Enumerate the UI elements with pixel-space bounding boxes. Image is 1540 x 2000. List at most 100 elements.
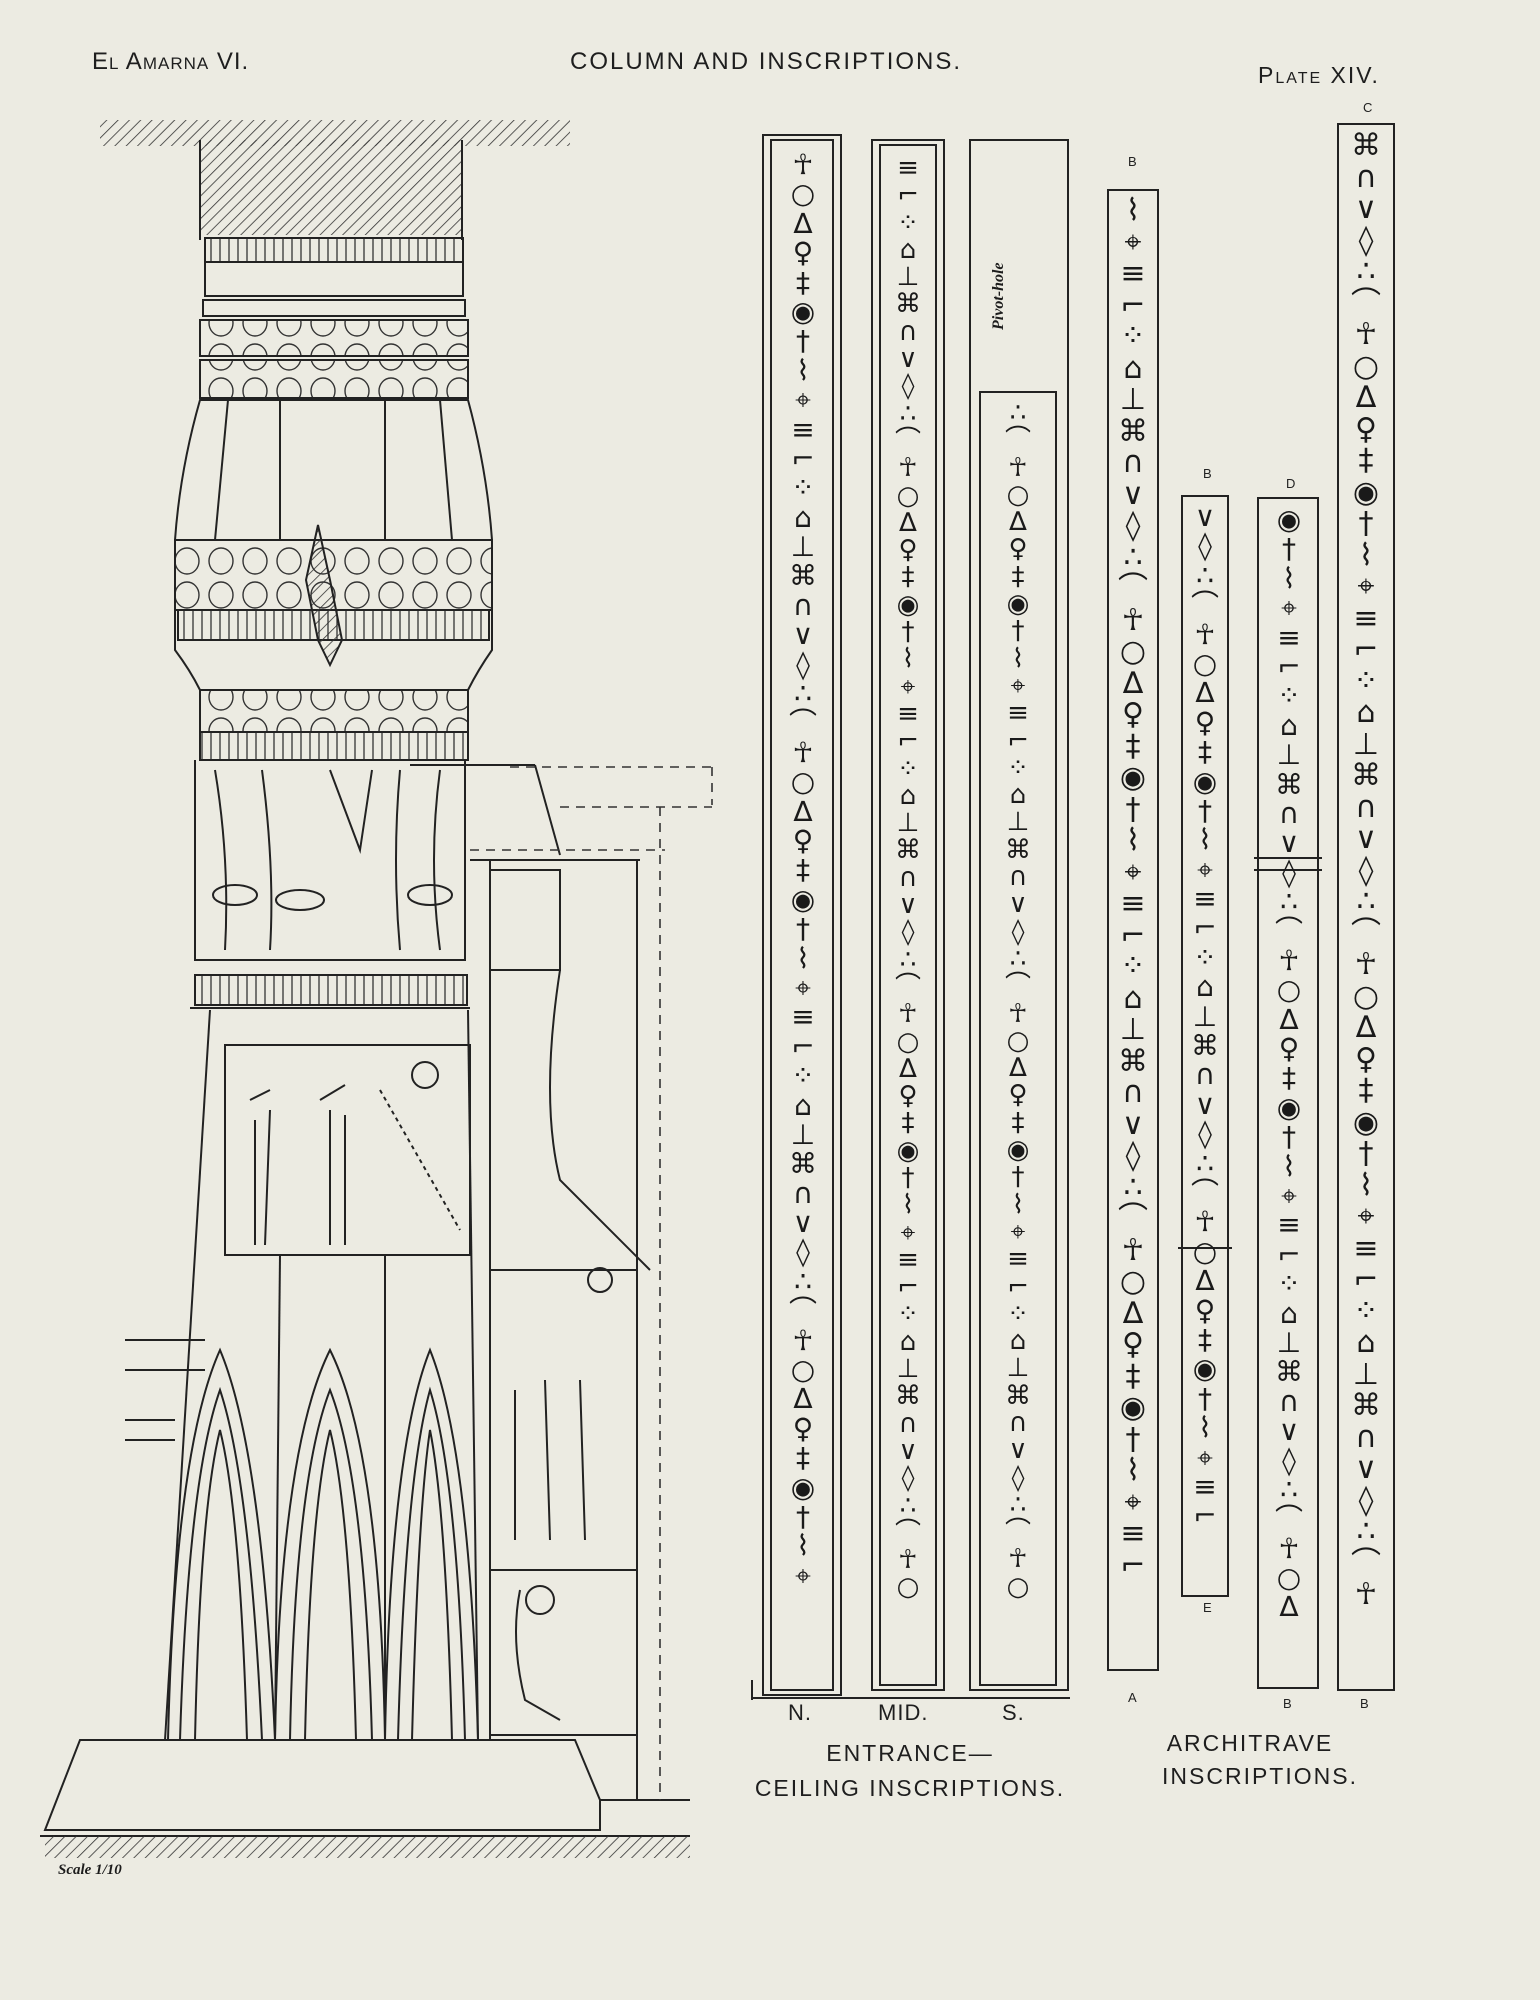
hieroglyph-icon: ⁘ [791,471,815,505]
hieroglyph-icon: ⌘ [1351,130,1381,163]
hieroglyph-icon: ∆ [899,1053,917,1084]
scale-label: Scale 1/10 [58,1862,122,1878]
hieroglyph-icon: ○ [896,1572,920,1603]
hieroglyph-icon: ◉ [1276,1090,1302,1124]
hieroglyph-icon: ∩ [1122,1075,1144,1110]
architrave-caption-line2: INSCRIPTIONS. [1162,1763,1358,1789]
hieroglyph-icon: ⊥ [1192,999,1218,1033]
hieroglyph-icon: ⌒ [1274,1502,1303,1536]
hieroglyph-icon: ∴ [1356,1514,1376,1549]
hieroglyph-icon: ♀ [792,823,814,857]
hieroglyph-icon: ⌖ [795,970,811,1004]
hieroglyph-icon: ‡ [1282,1061,1296,1095]
hieroglyph-icon: ◉ [790,1470,816,1504]
hieroglyph-icon: ⌇ [1125,1453,1141,1488]
hieroglyph-icon: ○ [1192,1234,1218,1268]
hieroglyph-icon: ⌖ [900,1217,916,1248]
hieroglyph-icon: ◉ [790,294,816,328]
hieroglyph-icon: ‡ [1125,728,1141,764]
hieroglyph-icon: ⌇ [1282,1149,1296,1183]
hieroglyph-icon: † [1358,1136,1374,1171]
hieroglyph-icon: ⁘ [1277,1267,1301,1301]
hieroglyph-icon: ♀ [792,1411,814,1445]
hieroglyph-icon: ⊥ [790,530,816,564]
architrave-a-b: ⌇⌖≡⌐⁘⌂⊥⌘∩∨◊∴⌒☥○∆♀‡◉†⌇⌖≡⌐⁘⌂⊥⌘∩∨◊∴⌒☥○∆♀‡◉†… [1110,195,1156,1665]
architrave-strips [1107,123,1395,1691]
entrance-caption-line1: ENTRANCE— [826,1740,994,1766]
hieroglyph-icon: ◉ [1192,1352,1218,1386]
hieroglyph-icon: ⁘ [1120,319,1146,354]
hieroglyph-icon: ◊ [1011,916,1025,947]
hieroglyph-icon: ⌒ [1274,914,1303,948]
hieroglyph-icon: ☥ [1354,1577,1378,1612]
hieroglyph-icon: † [796,912,810,946]
hieroglyph-icon: ☥ [1354,317,1378,352]
hieroglyph-icon: ○ [790,1353,816,1387]
hieroglyph-icon: ⌐ [1353,1262,1379,1297]
hieroglyph-icon: ⁘ [1277,679,1301,713]
hieroglyph-icon: † [901,1162,915,1193]
hieroglyph-icon: ⁘ [897,207,919,238]
hieroglyph-icon: ‡ [1198,1322,1212,1356]
hieroglyph-icon: ◊ [901,371,915,402]
hieroglyph-icon: ‡ [1198,735,1212,769]
hieroglyph-icon: ⌂ [1123,980,1143,1016]
hieroglyph-icon: ◊ [1198,529,1212,563]
hieroglyph-icon: ∨ [1355,821,1377,856]
hieroglyph-icon: ◊ [1282,1443,1296,1477]
hieroglyph-icon: ⁘ [1193,940,1217,974]
plate-title: COLUMN AND INSCRIPTIONS. [570,48,963,75]
hieroglyph-icon: ⌐ [1120,917,1146,953]
hieroglyph-icon: ○ [1006,1025,1030,1056]
hieroglyph-icon: ⌘ [1351,758,1381,793]
hieroglyph-icon: ⊥ [1006,1353,1030,1384]
letter-a: A [1128,1690,1137,1705]
hieroglyph-icon: ⌖ [1124,224,1142,260]
hieroglyph-icon: ○ [1276,973,1302,1007]
hieroglyph-icon: ⊥ [790,1117,816,1151]
hieroglyph-icon: † [796,324,810,358]
hieroglyph-icon: ⌘ [1118,1043,1148,1079]
hieroglyph-icon: ⌒ [1351,285,1381,321]
hieroglyph-icon: ⌖ [1281,591,1297,625]
hieroglyph-icon: ⌘ [1191,1029,1219,1063]
hieroglyph-icon: ◉ [1276,505,1302,536]
hieroglyph-icon: ∆ [1279,1590,1299,1624]
col-label-south: S. [1002,1700,1025,1725]
hieroglyph-icon: ≡ [1277,1208,1301,1242]
hieroglyph-icon: ◉ [1352,1104,1380,1140]
hieroglyph-icon: ⌇ [1282,561,1296,595]
hieroglyph-icon: ⌂ [1356,1325,1376,1360]
hieroglyph-icon: ○ [1276,1561,1302,1595]
hieroglyph-icon: ‡ [1011,561,1025,592]
hieroglyph-icon: ⌖ [1124,1484,1142,1520]
hieroglyph-icon: ⌂ [1196,970,1214,1004]
hieroglyph-icon: ⌇ [901,1190,915,1221]
hieroglyph-icon: ☥ [1354,947,1378,982]
hieroglyph-icon: ∴ [1196,558,1214,592]
hieroglyph-icon: ⌐ [791,1029,815,1063]
hieroglyph-icon: ≡ [1353,1230,1379,1266]
hieroglyph-icon: ◊ [796,647,810,681]
hieroglyph-icon: ∆ [1355,380,1377,415]
hieroglyph-icon: ∴ [1123,1169,1143,1205]
hieroglyph-icon: ‡ [1011,1107,1025,1138]
hieroglyph-icon: ≡ [897,1244,919,1275]
hieroglyph-icon: ⌖ [1357,1199,1375,1234]
hieroglyph-icon: ≡ [1120,256,1146,291]
hieroglyph-icon: ⌘ [789,559,817,593]
hieroglyph-icon: ☥ [898,999,918,1030]
hieroglyph-icon: ∆ [793,794,813,828]
hieroglyph-icon: † [1282,532,1296,566]
hieroglyph-icon: ∩ [1008,1407,1028,1438]
letter-b-second: B [1203,466,1212,481]
hieroglyph-icon: ⌒ [894,1517,921,1548]
hieroglyph-icon: ⌖ [795,383,811,417]
hieroglyph-icon: ≡ [791,1000,815,1034]
hieroglyph-icon: ⌘ [895,835,921,866]
hieroglyph-icon: ∨ [1122,476,1144,512]
architrave-b-e: ∨◊∴⌒☥○∆♀‡◉†⌇⌖≡⌐⁘⌂⊥⌘∩∨◊∴⌒☥○∆♀‡◉†⌇⌖≡⌐ [1184,502,1226,1592]
hieroglyph-icon: † [1358,506,1374,541]
hieroglyph-icon: ∩ [898,862,918,893]
